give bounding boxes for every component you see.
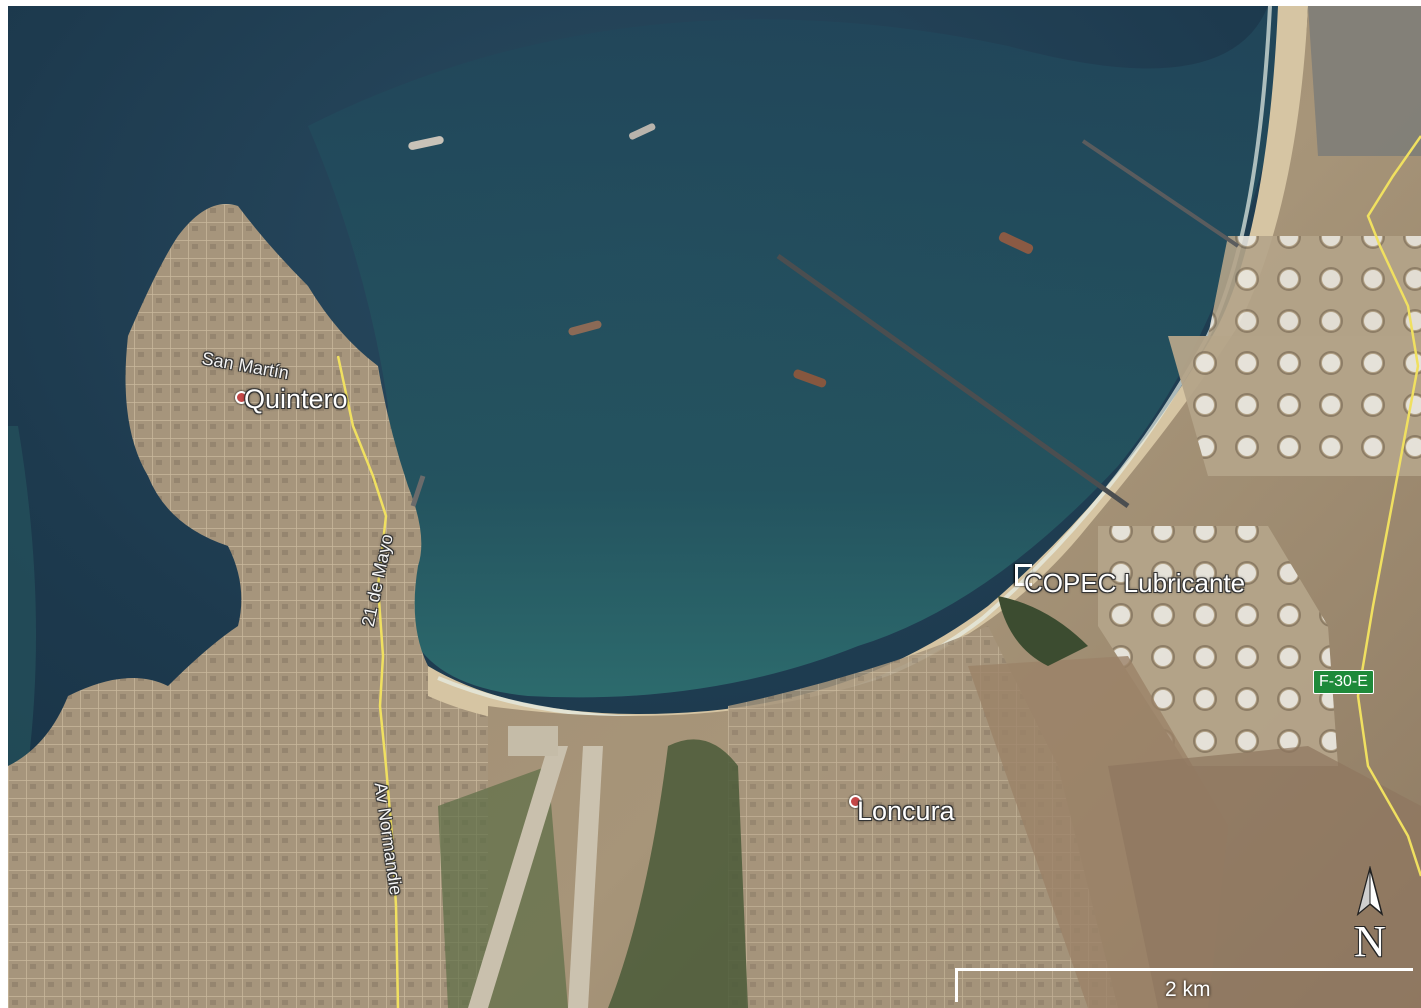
- satellite-map[interactable]: Quintero Loncura COPEC Lubricante San Ma…: [8, 6, 1421, 1008]
- loncura-pin[interactable]: [849, 795, 862, 808]
- compass-north-letter: N: [1354, 917, 1386, 966]
- scale-bar-line: [955, 968, 1413, 1002]
- scale-bar: 2 km: [955, 968, 1413, 1002]
- copec-marker-icon[interactable]: [1015, 564, 1032, 586]
- north-compass: N: [1352, 865, 1388, 966]
- route-badge-f30e: F-30-E: [1313, 670, 1374, 694]
- quintero-pin[interactable]: [235, 391, 248, 404]
- scale-label: 2 km: [1165, 978, 1211, 1001]
- loncura-label[interactable]: Loncura: [857, 796, 955, 826]
- north-arrow-icon: [1356, 865, 1384, 917]
- quintero-label[interactable]: Quintero: [244, 384, 348, 414]
- map-imagery: [8, 6, 1421, 1008]
- copec-label[interactable]: COPEC Lubricante: [1024, 568, 1246, 598]
